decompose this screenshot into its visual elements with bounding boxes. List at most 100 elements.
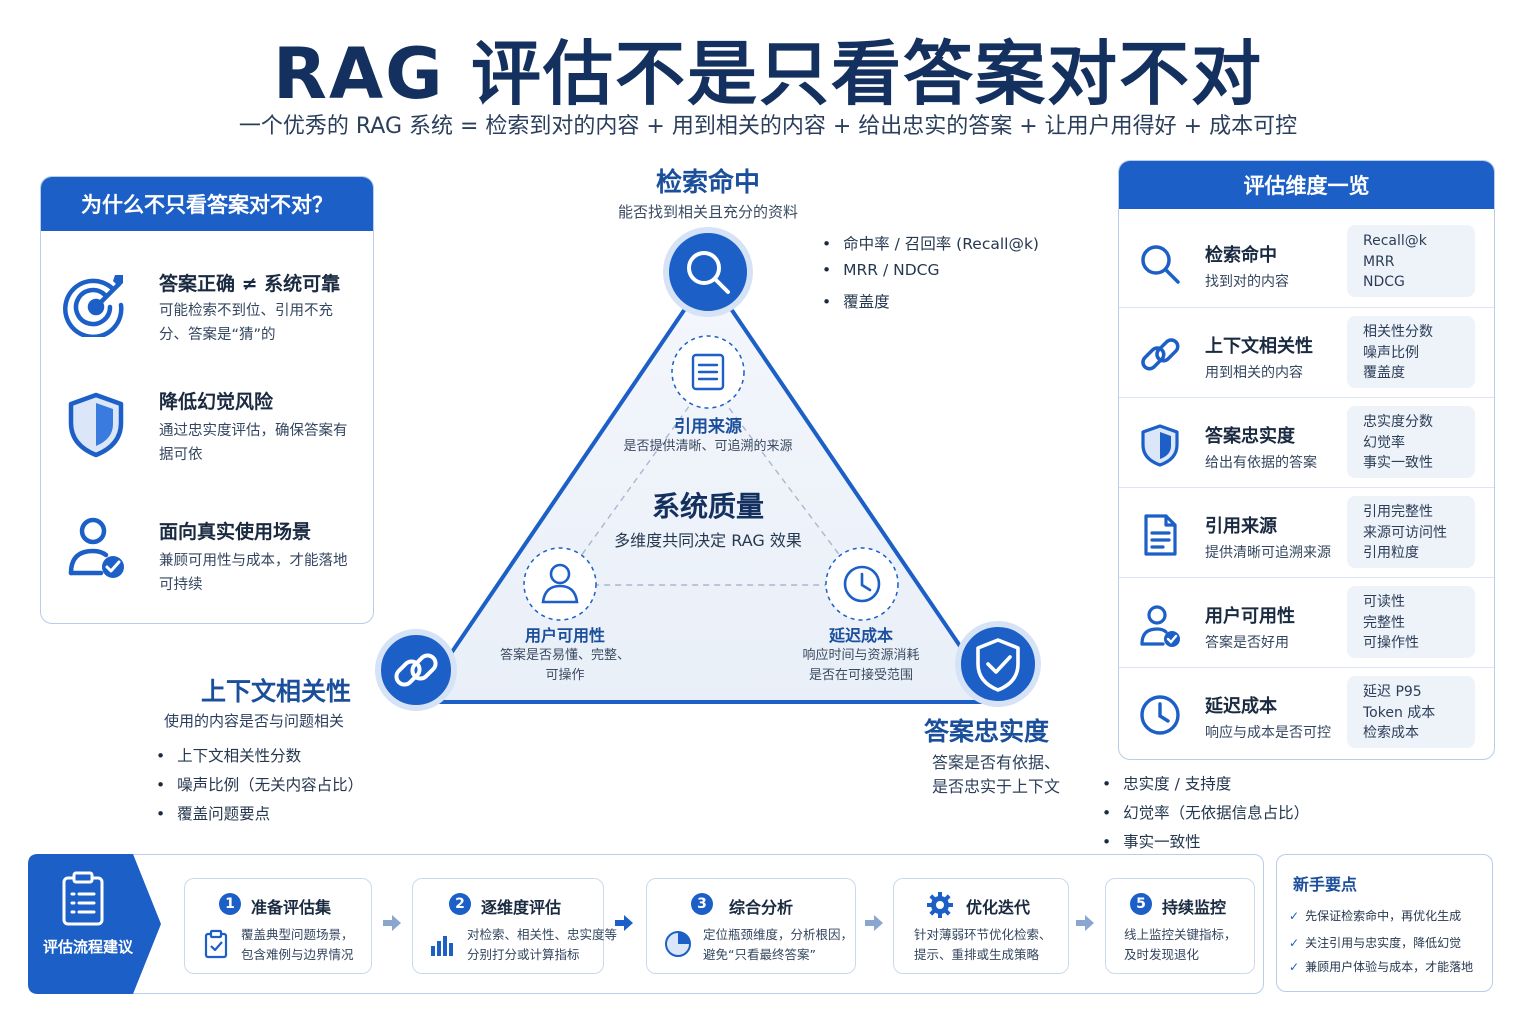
step-title: 准备评估集 (251, 898, 332, 917)
check-icon: ✓ (1289, 936, 1300, 950)
step-title: 优化迭代 (966, 898, 1031, 917)
bullet-item: 事实一致性 (1102, 830, 1309, 859)
inner-left-desc-2: 可操作 (545, 668, 585, 683)
step-desc-line: 包含难例与边界情况 (241, 947, 354, 962)
metric-box: Recall@k MRR NDCG (1347, 225, 1475, 297)
dimension-title: 检索命中 (1205, 245, 1277, 266)
metric-item: Token 成本 (1363, 704, 1436, 721)
dimension-row: 答案忠实度 给出有依据的答案 忠实度分数 幻觉率 事实一致性 (1119, 397, 1494, 487)
step-number: 5 (1130, 893, 1152, 915)
metric-item: NDCG (1363, 274, 1405, 290)
clock-icon (1140, 695, 1180, 735)
step-desc-line: 覆盖典型问题场景， (241, 927, 354, 942)
inner-right-desc-1: 响应时间与资源消耗 (802, 648, 920, 663)
metric-item: 相关性分数 (1363, 324, 1433, 340)
dimension-desc: 答案是否好用 (1205, 635, 1289, 651)
target-icon (63, 275, 124, 337)
why-item-desc: 可能检索不到位、引用不充分、答案是“猜”的 (159, 303, 333, 343)
flow-step: 1 准备评估集 覆盖典型问题场景， 包含难例与边界情况 (184, 878, 372, 974)
left-dimension-desc: 使用的内容是否与问题相关 (164, 712, 345, 730)
dimension-title: 用户可用性 (1205, 606, 1295, 627)
dimension-title: 上下文相关性 (1205, 336, 1313, 357)
metric-box: 延迟 P95 Token 成本 检索成本 (1347, 676, 1475, 748)
dimension-title: 引用来源 (1205, 516, 1277, 537)
metric-item: 可操作性 (1363, 635, 1419, 651)
metric-item: 完整性 (1363, 614, 1405, 631)
step-title: 综合分析 (729, 898, 794, 917)
bullet-item: MRR / NDCG (822, 261, 1039, 290)
step-number: 1 (219, 893, 241, 915)
clipboard-icon (62, 872, 106, 926)
tip-text: 关注引用与忠实度，降低幻觉 (1305, 936, 1462, 950)
why-item-desc: 兼顾可用性与成本，才能落地可持续 (159, 553, 348, 593)
bar-chart-icon (431, 936, 453, 956)
tip-text: 兼顾用户体验与成本，才能落地 (1305, 960, 1474, 974)
why-item-title: 降低幻觉风险 (159, 391, 274, 413)
step-number: 2 (449, 893, 471, 915)
dimensions-panel: 评估维度一览 检索命中 找到对的内容 Recall@k MRR NDCG 上下文… (1118, 160, 1495, 760)
dimension-row: 用户可用性 答案是否好用 可读性 完整性 可操作性 (1119, 577, 1494, 667)
metric-item: MRR (1363, 253, 1395, 270)
metric-item: 忠实度分数 (1363, 414, 1433, 430)
shield-icon (1141, 424, 1179, 467)
document-icon (1144, 514, 1177, 556)
step-desc: 覆盖典型问题场景， 包含难例与边界情况 (241, 925, 354, 965)
shield-icon (968, 634, 1028, 694)
metric-item: 检索成本 (1363, 725, 1419, 741)
flow-step: 5 持续监控 线上监控关键指标，及时发现退化 (1105, 878, 1255, 974)
search-icon (1141, 245, 1180, 284)
inner-right-desc-2: 是否在可接受范围 (808, 668, 913, 683)
shield-icon (68, 392, 124, 458)
center-desc: 多维度共同决定 RAG 效果 (614, 531, 802, 550)
bullet-item: 噪声比例（无关内容占比） (156, 773, 363, 802)
user-check-icon (68, 517, 124, 578)
why-item-title: 答案正确 ≠ 系统可靠 (159, 273, 341, 295)
why-item-desc: 通过忠实度评估，确保答案有据可依 (159, 423, 348, 463)
step-desc-line: 分别打分或计算指标 (467, 947, 580, 962)
metric-box: 相关性分数 噪声比例 覆盖度 (1347, 316, 1475, 388)
metric-item: 引用粒度 (1363, 545, 1419, 561)
step-title: 持续监控 (1162, 898, 1227, 917)
center-title: 系统质量 (651, 490, 764, 523)
step-desc-line: 提示、重排或生成策略 (914, 947, 1040, 962)
metric-item: 延迟 P95 (1363, 684, 1422, 700)
dimension-desc: 响应与成本是否可控 (1205, 725, 1331, 741)
step-desc: 定位瓶颈维度，分析根因，避免“只看最终答案” (703, 925, 853, 965)
left-bullets: 上下文相关性分数 噪声比例（无关内容占比） 覆盖问题要点 (156, 744, 363, 831)
step-desc-line: 对检索、相关性、忠实度等 (467, 927, 618, 942)
step-desc: 针对薄弱环节优化检索、提示、重排或生成策略 (914, 925, 1052, 965)
dimension-row: 检索命中 找到对的内容 Recall@k MRR NDCG (1119, 217, 1494, 307)
bullet-item: 覆盖问题要点 (156, 802, 363, 831)
right-dimension-desc-1: 答案是否有依据、 (932, 753, 1061, 772)
dimension-desc: 提供清晰可追溯来源 (1205, 545, 1331, 561)
step-desc: 线上监控关键指标，及时发现退化 (1124, 925, 1237, 965)
arrow-right-icon (383, 915, 401, 931)
step-title: 逐维度评估 (481, 898, 562, 917)
arrow-right-icon (865, 915, 883, 931)
tip-text: 先保证检索命中，再优化生成 (1305, 909, 1462, 923)
arrow-right-icon (1076, 915, 1094, 931)
bullet-item: 上下文相关性分数 (156, 744, 363, 773)
tip-item: ✓先保证检索命中，再优化生成 (1289, 907, 1461, 924)
metric-item: 事实一致性 (1363, 455, 1433, 471)
why-item-title: 面向真实使用场景 (159, 521, 312, 543)
metric-item: 可读性 (1363, 594, 1405, 610)
inner-top-desc: 是否提供清晰、可追溯的来源 (623, 439, 793, 454)
bullet-item: 命中率 / 召回率 (Recall@k) (822, 232, 1039, 261)
dimension-desc: 找到对的内容 (1205, 274, 1289, 290)
metric-item: 幻觉率 (1363, 434, 1405, 451)
right-dimension-title: 答案忠实度 (924, 717, 1050, 746)
why-panel-heading: 为什么不只看答案对不对？ (41, 177, 373, 231)
metric-box: 可读性 完整性 可操作性 (1347, 586, 1475, 658)
metric-box: 忠实度分数 幻觉率 事实一致性 (1347, 406, 1475, 478)
pie-chart-icon (665, 931, 691, 957)
page-title: RAG 评估不是只看答案对不对 (273, 33, 1263, 115)
flow-label: 评估流程建议 (42, 938, 133, 956)
inner-left-desc-1: 答案是否易懂、完整、 (499, 648, 630, 663)
top-dimension-desc: 能否找到相关且充分的资料 (617, 203, 798, 221)
step-desc-line: 避免“只看最终答案” (703, 947, 816, 962)
dimensions-panel-heading: 评估维度一览 (1119, 161, 1494, 209)
right-bullets: 忠实度 / 支持度 幻觉率（无依据信息占比） 事实一致性 (1102, 772, 1309, 859)
step-desc: 对检索、相关性、忠实度等分别打分或计算指标 (467, 925, 617, 965)
